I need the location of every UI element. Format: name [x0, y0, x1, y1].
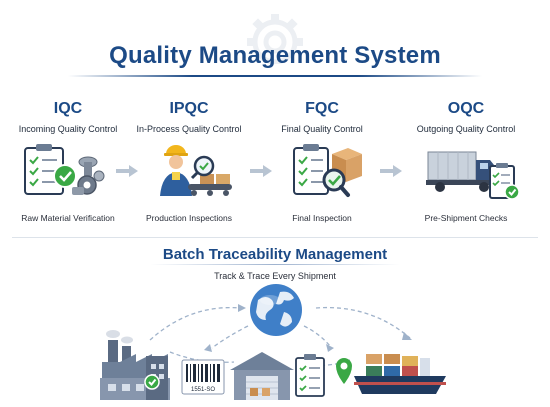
stage-ipqc: IPQC In-Process Quality Control [130, 100, 248, 134]
cargo-ship-icon [354, 354, 446, 394]
section-divider [12, 237, 538, 238]
stage-oqc: OQC Outgoing Quality Control [404, 100, 528, 134]
traceability-underline [150, 264, 400, 265]
page-title: Quality Management System [109, 42, 441, 69]
worker-inspection-icon [160, 145, 232, 196]
traceability-title: Batch Traceability Management [162, 246, 388, 263]
stage-fqc: FQC Final Quality Control [262, 100, 382, 134]
truck-checklist-icon [426, 151, 520, 200]
flow-arrow-icon [250, 165, 272, 177]
checklist-location-icon [295, 354, 352, 397]
stage-name: Outgoing Quality Control [416, 124, 516, 134]
flow-arrow-icon [116, 165, 138, 177]
checklist-bolts-icon [24, 144, 105, 195]
clipboard-magnifier-icon [293, 144, 362, 197]
trace-path [149, 306, 411, 366]
factory-icon [100, 330, 170, 400]
stage-caption: Pre-Shipment Checks [424, 213, 508, 223]
stage-caption: Raw Material Verification [21, 213, 115, 223]
warehouse-icon [230, 352, 294, 400]
stage-name: Final Quality Control [281, 124, 363, 134]
stage-name: Incoming Quality Control [18, 124, 118, 134]
barcode-label: 1551-SO [191, 387, 215, 393]
stage-code: OQC [447, 100, 485, 117]
traceability-subtitle: Track & Trace Every Shipment [214, 271, 336, 281]
title-underline [68, 75, 482, 77]
stage-name: In-Process Quality Control [136, 124, 242, 134]
stage-code: FQC [305, 100, 339, 117]
gear-icon [247, 14, 303, 64]
stage-iqc: IQC Incoming Quality Control [8, 100, 128, 134]
stage-caption: Production Inspections [146, 213, 232, 223]
globe-icon [250, 284, 302, 336]
stage-caption: Final Inspection [292, 213, 352, 223]
stage-code: IQC [53, 100, 83, 117]
stage-code: IPQC [169, 100, 209, 117]
flow-arrow-icon [380, 165, 402, 177]
traceability-illustration: 1551-SO [100, 284, 446, 400]
barcode-icon: 1551-SO [181, 359, 225, 395]
